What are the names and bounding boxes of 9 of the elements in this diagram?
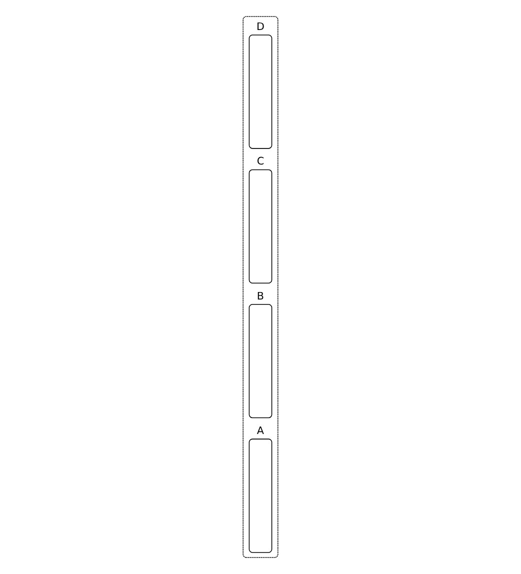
node-label: D xyxy=(256,20,264,33)
node-box xyxy=(248,304,272,418)
node-label: C xyxy=(256,156,264,168)
cluster xyxy=(242,16,278,558)
node-box xyxy=(248,169,272,284)
node-box xyxy=(248,438,272,553)
node-box xyxy=(248,34,272,149)
node-label: B xyxy=(256,290,264,302)
node-label: A xyxy=(256,425,264,438)
